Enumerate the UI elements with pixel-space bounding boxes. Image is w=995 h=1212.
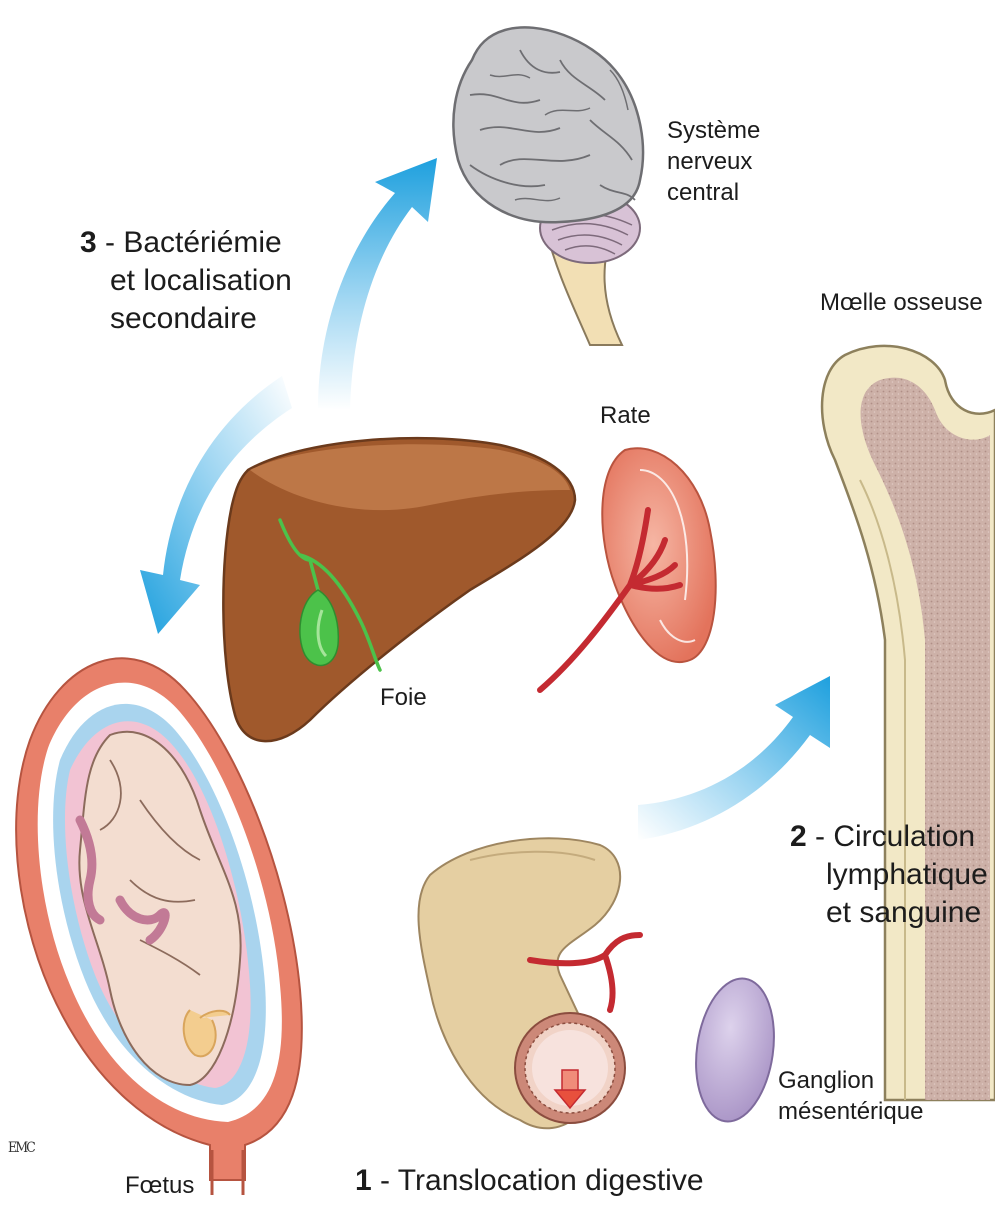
label-step-2: 2 - Circulation lymphatique et sanguine bbox=[790, 818, 990, 932]
step-2-number: 2 bbox=[790, 820, 807, 853]
step-1-text: - Translocation digestive bbox=[372, 1164, 704, 1197]
label-fetus: Fœtus bbox=[125, 1170, 194, 1201]
brain-illustration bbox=[453, 27, 643, 345]
step-2-line-3: et sanguine bbox=[790, 894, 990, 932]
label-cns: Système nerveux central bbox=[667, 115, 787, 208]
step-1-number: 1 bbox=[355, 1164, 372, 1197]
label-lymph-node: Ganglion mésentérique bbox=[778, 1065, 978, 1127]
step-3-line-1: - Bactériémie bbox=[97, 226, 282, 259]
step-3-line-2: et localisation bbox=[80, 262, 320, 300]
step-3-number: 3 bbox=[80, 226, 97, 259]
step-2-line-1: - Circulation bbox=[807, 820, 975, 853]
lymph-node-line-2: mésentérique bbox=[778, 1096, 978, 1127]
label-spleen: Rate bbox=[600, 400, 651, 431]
arrow-to-bone-marrow bbox=[638, 676, 830, 840]
cns-line-1: Système bbox=[667, 115, 787, 146]
label-step-3: 3 - Bactériémie et localisation secondai… bbox=[80, 224, 320, 338]
label-step-1: 1 - Translocation digestive bbox=[355, 1162, 715, 1200]
bone-marrow-illustration bbox=[822, 346, 995, 1100]
label-liver: Foie bbox=[380, 682, 427, 713]
lymph-node-line-1: Ganglion bbox=[778, 1065, 978, 1096]
lymph-node-illustration bbox=[687, 973, 782, 1126]
arrow-to-cns bbox=[318, 158, 437, 410]
emc-logo: EMC bbox=[8, 1140, 34, 1156]
label-bone-marrow: Mœlle osseuse bbox=[820, 287, 990, 318]
intestine-illustration bbox=[418, 838, 640, 1128]
step-3-line-3: secondaire bbox=[80, 300, 320, 338]
step-2-line-2: lymphatique bbox=[790, 856, 990, 894]
cns-line-2: nerveux bbox=[667, 146, 787, 177]
cns-line-3: central bbox=[667, 177, 787, 208]
